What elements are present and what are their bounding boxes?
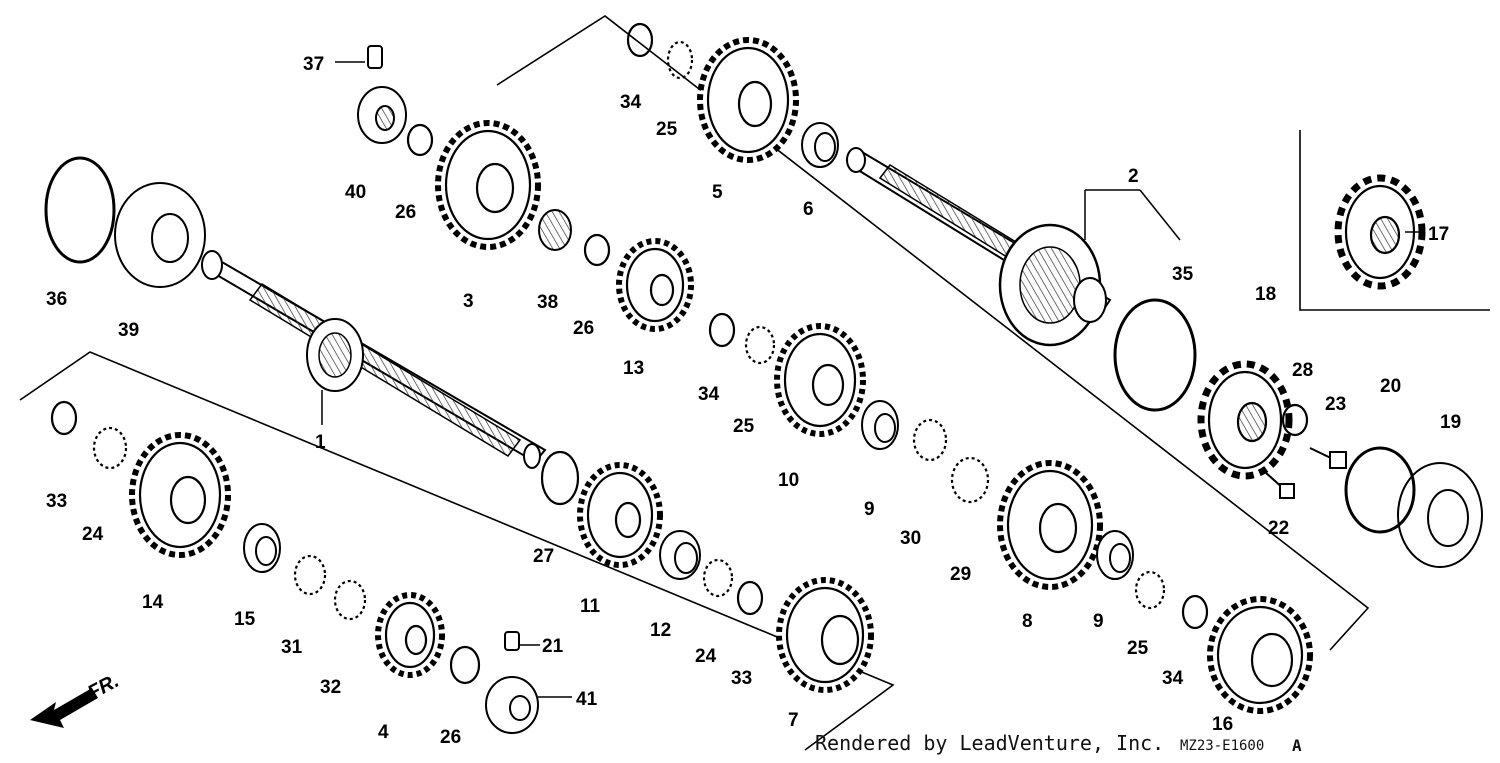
label-17[interactable]: 17 bbox=[1428, 224, 1449, 245]
label-1[interactable]: 1 bbox=[315, 432, 326, 453]
diagram-code: MZ23-E1600 bbox=[1180, 738, 1264, 754]
washers-and-clips bbox=[44, 22, 1416, 685]
front-direction-indicator: FR. bbox=[30, 670, 123, 728]
label-12[interactable]: 12 bbox=[650, 620, 671, 641]
label-26-bottom[interactable]: 26 bbox=[440, 727, 461, 748]
front-arrow-icon bbox=[30, 688, 98, 728]
label-6[interactable]: 6 bbox=[803, 199, 814, 220]
bearing-40 bbox=[357, 86, 407, 144]
label-2[interactable]: 2 bbox=[1128, 166, 1139, 187]
group-outline-lines bbox=[19, 15, 1490, 751]
gear-3 bbox=[435, 120, 541, 250]
gear-16 bbox=[1207, 596, 1313, 714]
label-33-center[interactable]: 33 bbox=[731, 668, 752, 689]
bearings bbox=[114, 45, 1483, 734]
label-35[interactable]: 35 bbox=[1172, 264, 1194, 285]
label-40[interactable]: 40 bbox=[345, 182, 366, 203]
gear-8 bbox=[997, 460, 1103, 590]
label-20[interactable]: 20 bbox=[1380, 376, 1401, 397]
gear-4 bbox=[375, 592, 445, 678]
bearing-19 bbox=[1397, 462, 1483, 568]
label-26-top[interactable]: 26 bbox=[395, 202, 416, 223]
countershaft bbox=[846, 147, 1112, 347]
label-21[interactable]: 21 bbox=[542, 636, 564, 657]
label-25-top[interactable]: 25 bbox=[656, 119, 678, 140]
pin-21 bbox=[504, 631, 520, 651]
pin-37 bbox=[367, 45, 383, 69]
label-31[interactable]: 31 bbox=[281, 637, 303, 658]
label-29[interactable]: 29 bbox=[950, 564, 971, 585]
leader-lines bbox=[321, 61, 1425, 698]
label-4[interactable]: 4 bbox=[378, 722, 389, 743]
needle-bearing-38 bbox=[538, 209, 572, 251]
label-41[interactable]: 41 bbox=[576, 689, 598, 710]
label-28[interactable]: 28 bbox=[1292, 360, 1313, 381]
bushing-12 bbox=[659, 530, 701, 580]
label-24-center[interactable]: 24 bbox=[695, 646, 717, 667]
gear-11 bbox=[577, 462, 663, 568]
gear-5 bbox=[697, 37, 799, 163]
label-10[interactable]: 10 bbox=[778, 470, 799, 491]
label-19[interactable]: 19 bbox=[1440, 412, 1461, 433]
label-34-top[interactable]: 34 bbox=[620, 92, 642, 113]
bolts bbox=[1264, 447, 1347, 499]
label-30[interactable]: 30 bbox=[900, 528, 921, 549]
label-14[interactable]: 14 bbox=[142, 592, 164, 613]
part-labels: 1 2 3 4 5 6 7 8 9 9 10 11 12 13 14 15 16… bbox=[46, 54, 1461, 748]
label-38[interactable]: 38 bbox=[537, 292, 558, 313]
label-23[interactable]: 23 bbox=[1325, 394, 1346, 415]
bolt-22 bbox=[1264, 471, 1295, 499]
label-34-right[interactable]: 34 bbox=[1162, 668, 1184, 689]
gear-10 bbox=[774, 323, 866, 437]
label-32[interactable]: 32 bbox=[320, 677, 341, 698]
rendered-by-credit: Rendered by LeadVenture, Inc. bbox=[815, 731, 1164, 755]
label-22[interactable]: 22 bbox=[1268, 518, 1289, 539]
bolt-23 bbox=[1309, 447, 1347, 469]
bearing-41 bbox=[485, 676, 539, 734]
label-8[interactable]: 8 bbox=[1022, 611, 1033, 632]
label-36[interactable]: 36 bbox=[46, 289, 67, 310]
label-27[interactable]: 27 bbox=[533, 546, 554, 567]
label-24-left[interactable]: 24 bbox=[82, 524, 104, 545]
mainshaft bbox=[201, 250, 547, 469]
label-18[interactable]: 18 bbox=[1255, 284, 1276, 305]
bearing-39 bbox=[114, 182, 206, 288]
label-16[interactable]: 16 bbox=[1212, 714, 1233, 735]
gears bbox=[129, 37, 1426, 714]
label-3[interactable]: 3 bbox=[463, 291, 474, 312]
label-9-lower[interactable]: 9 bbox=[1093, 611, 1104, 632]
label-34-mid[interactable]: 34 bbox=[698, 384, 720, 405]
label-7[interactable]: 7 bbox=[788, 710, 799, 731]
bushing-15 bbox=[243, 523, 281, 573]
sprocket-18 bbox=[1197, 360, 1293, 480]
bushing-6 bbox=[801, 122, 839, 168]
revision-mark: A bbox=[1292, 736, 1302, 755]
bushing-9-lower bbox=[1096, 530, 1134, 580]
gear-7 bbox=[776, 577, 874, 693]
gear-13 bbox=[616, 238, 694, 332]
label-15[interactable]: 15 bbox=[234, 609, 256, 630]
label-9-upper[interactable]: 9 bbox=[864, 499, 875, 520]
label-37[interactable]: 37 bbox=[303, 54, 324, 75]
label-25-right[interactable]: 25 bbox=[1127, 638, 1149, 659]
gear-14 bbox=[129, 432, 231, 558]
label-5[interactable]: 5 bbox=[712, 182, 723, 203]
label-25-mid[interactable]: 25 bbox=[733, 416, 755, 437]
label-26-mid[interactable]: 26 bbox=[573, 318, 594, 339]
label-33-left[interactable]: 33 bbox=[46, 491, 67, 512]
bushing-9-upper bbox=[861, 400, 899, 450]
label-13[interactable]: 13 bbox=[623, 358, 644, 379]
label-11[interactable]: 11 bbox=[580, 596, 601, 617]
label-39[interactable]: 39 bbox=[118, 320, 139, 341]
